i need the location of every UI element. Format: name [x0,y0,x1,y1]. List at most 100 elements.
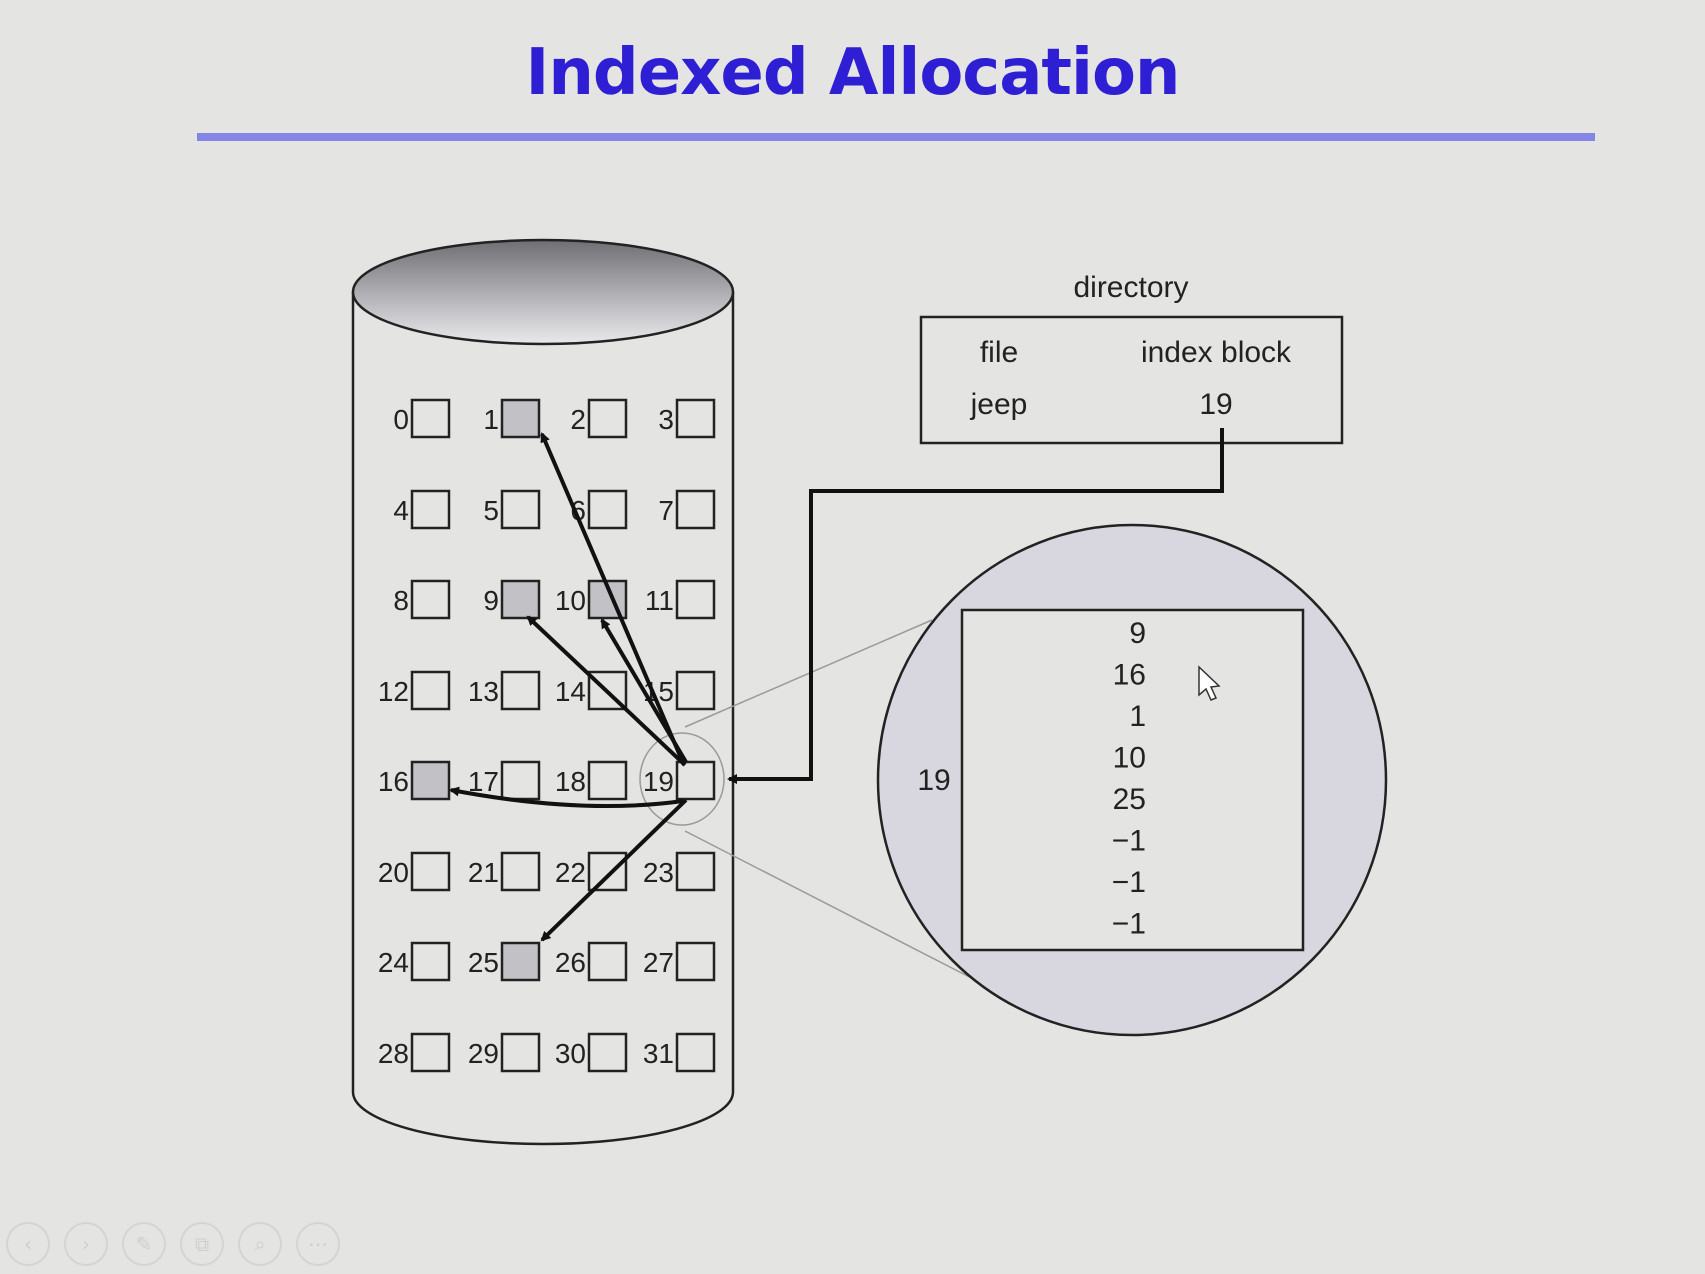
disk-block-31-label: 31 [643,1038,674,1069]
disk-block-10: 10 [555,579,628,620]
pointer-to-block-25 [540,798,688,942]
disk-block-5-label: 5 [483,495,499,526]
disk-block-11-label: 11 [645,585,674,616]
disk-block-21-label: 21 [468,857,499,888]
disk-block-20-label: 20 [378,857,409,888]
more-icon[interactable]: ⋯ [296,1222,340,1266]
disk-block-9-box [500,579,541,620]
disk-block-11: 11 [645,579,716,620]
slide-nav-toolbar: ‹ › ✎ ⧉ ⌕ ⋯ [6,1222,340,1270]
next-icon[interactable]: › [64,1222,108,1266]
disk-block-28-box [410,1032,451,1073]
disk-block-13-label: 13 [468,676,499,707]
disk-block-8: 8 [393,579,451,620]
disk-block-12-label: 12 [378,676,409,707]
disk-block-23-box [675,851,716,892]
disk-block-22-label: 22 [555,857,586,888]
disk-block-16-label: 16 [378,766,409,797]
disk-block-27-label: 27 [643,947,674,978]
disk-block-6-box [587,489,628,530]
disk-block-23-label: 23 [643,857,674,888]
directory-box [919,315,1344,445]
disk-block-12-box [410,670,451,711]
index-entry-1: 16 [1113,659,1146,692]
index-block-label: 19 [917,764,950,797]
disk-block-28: 28 [378,1032,451,1073]
disk-block-10-label: 10 [555,585,586,616]
directory-col-index-block: index block [1141,336,1292,369]
disk-block-25-label: 25 [468,947,499,978]
copy-icon[interactable]: ⧉ [180,1222,224,1266]
disk-block-31-box [675,1032,716,1073]
disk-block-20: 20 [378,851,451,892]
pointer-to-block-1 [540,432,686,766]
disk-block-22: 22 [555,851,628,892]
disk-block-18-box [587,760,628,801]
disk-block-13: 13 [468,670,541,711]
disk-block-2-label: 2 [570,404,586,435]
disk-block-3-label: 3 [658,404,674,435]
disk-block-18-label: 18 [555,766,586,797]
disk-block-0-label: 0 [393,404,409,435]
disk-block-29: 29 [468,1032,541,1073]
disk-block-27: 27 [643,941,716,982]
disk-block-9: 9 [483,579,541,620]
disk-block-6: 6 [570,489,628,530]
disk-block-9-label: 9 [483,585,499,616]
disk-block-4: 4 [393,489,451,530]
pointer-to-block-10 [600,618,688,764]
directory-entry-file: jeep [970,388,1028,421]
disk-block-1-label: 1 [483,404,499,435]
directory-entry-index-block: 19 [1199,388,1232,421]
disk-block-3-box [675,398,716,439]
disk-block-12: 12 [378,670,451,711]
disk-block-8-box [410,579,451,620]
disk-block-7-box [675,489,716,530]
disk-block-30-label: 30 [555,1038,586,1069]
zoom-guides [684,619,986,986]
disk-block-19: 19 [643,760,716,801]
zoom-icon[interactable]: ⌕ [238,1222,282,1266]
index-block-box [960,608,1305,952]
disk-block-6-label: 6 [570,495,586,526]
disk-block-11-box [675,579,716,620]
disk-block-2-box [587,398,628,439]
index-entry-7: −1 [1112,908,1146,941]
disk-block-25: 25 [468,941,541,982]
disk-block-30: 30 [555,1032,628,1073]
disk-block-14-label: 14 [555,676,586,707]
pen-icon[interactable]: ✎ [122,1222,166,1266]
directory-caption: directory [1073,271,1188,304]
disk-block-24-box [410,941,451,982]
disk-block-26-box [587,941,628,982]
disk-block-31: 31 [643,1032,716,1073]
disk-block-24: 24 [378,941,451,982]
cylinder-top [351,238,735,346]
disk-block-0: 0 [393,398,451,439]
block-pointers [449,432,688,942]
disk-block-7: 7 [658,489,716,530]
disk-block-16-box [410,760,451,801]
disk-block-26-label: 26 [555,947,586,978]
disk-block-27-box [675,941,716,982]
cursor-icon [1198,665,1221,701]
disk-block-5: 5 [483,489,541,530]
index-entry-5: −1 [1112,825,1146,858]
disk-block-5-box [500,489,541,530]
disk-block-17-box [500,760,541,801]
slide-title: Indexed Allocation [525,36,1181,110]
disk-block-13-box [500,670,541,711]
disk-block-29-box [500,1032,541,1073]
index-entry-2: 1 [1129,700,1146,733]
previous-icon[interactable]: ‹ [6,1222,50,1266]
directory-pointer [727,428,1224,784]
pointer-to-block-9 [526,615,687,767]
index-block-highlight [639,732,725,826]
disk-block-4-box [410,489,451,530]
disk-block-2: 2 [570,398,628,439]
disk-block-1-box [500,398,541,439]
disk-block-4-label: 4 [393,495,409,526]
